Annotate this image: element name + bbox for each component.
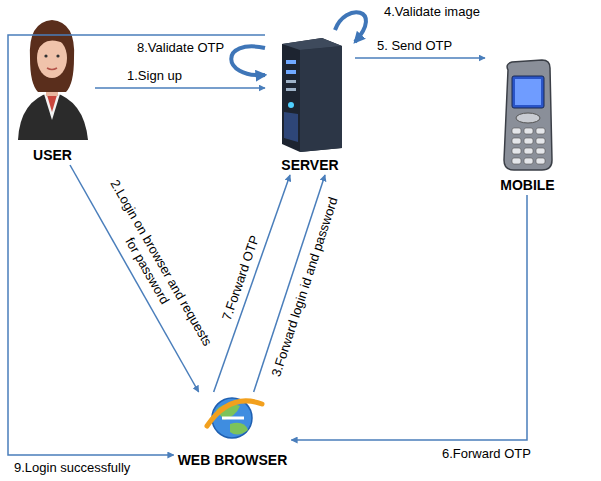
step-label: 4.Validate image [382,4,482,20]
node-label: USER [10,147,95,163]
step-label: 7.Forward OTP [213,217,268,339]
loop-arrow [231,46,265,75]
step-label: 5. Send OTP [375,38,454,54]
loop-arrow [335,12,366,42]
server-node: SERVER [265,30,355,175]
user-node: USER [10,10,95,165]
flow-arrow [95,87,265,89]
node-label: MOBILE [485,177,570,193]
step-label: 9.Login successfully [12,460,132,476]
user-figure [18,20,88,140]
step-label: 6.Forward OTP [440,446,533,462]
step-label: 2.Login on browser and requests for pass… [89,171,219,364]
node-label: SERVER [265,157,355,173]
node-label: WEB BROWSER [174,452,292,468]
browser-node: WEB BROWSER [174,392,292,470]
mobile-node: MOBILE [485,55,570,195]
step-label: 8.Validate OTP [135,40,226,56]
server-tower [282,38,342,152]
flow-arrow [8,35,265,455]
mobile-phone [504,60,552,170]
step-label: 3.Forward login id and password [261,173,349,400]
flow-arrow [355,57,485,59]
step-label: 1.Sign up [125,68,184,84]
browser-icon [207,398,262,438]
